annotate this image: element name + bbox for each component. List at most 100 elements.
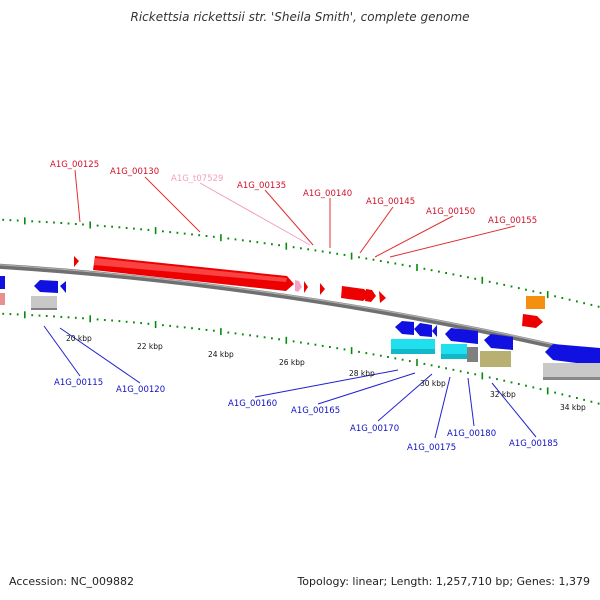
reverse-tick (379, 354, 382, 357)
ruler-label-22: 22 kbp (137, 342, 163, 351)
reverse-tick (234, 332, 237, 335)
forward-tick (103, 225, 106, 228)
trna-A1G_t07529-feature[interactable] (295, 280, 302, 292)
forward-tick (350, 252, 353, 260)
gene-A1G_00145-feature[interactable] (341, 286, 370, 301)
gene-label-A1G_00180[interactable]: A1G_00180 (447, 429, 496, 439)
reverse-tick (241, 333, 244, 336)
leader-A1G_00175 (434, 376, 451, 439)
reverse-tick (220, 328, 222, 336)
gene-label-A1G_00170[interactable]: A1G_00170 (350, 424, 399, 434)
leader-A1G_00150 (374, 215, 454, 258)
forward-tick (45, 221, 48, 224)
genome-backbone (0, 263, 600, 360)
reverse-tick (496, 378, 498, 381)
reverse-tick (350, 347, 353, 355)
forward-tick (140, 228, 142, 231)
forward-tick (358, 256, 360, 259)
gene-A1G_00115-feature[interactable] (34, 280, 58, 293)
ruler-label-32: 32 kbp (490, 390, 516, 399)
forward-tick (496, 282, 498, 285)
forward-tick (241, 239, 244, 242)
gene-A1G_00140-feature[interactable] (320, 283, 325, 295)
reverse-tick (401, 358, 404, 361)
forward-tick (467, 276, 469, 279)
gene-A1G_00160-feature[interactable] (395, 321, 414, 335)
forward-tick (169, 231, 172, 234)
reverse-tick (597, 402, 600, 405)
reverse-feature-left (0, 276, 5, 289)
forward-tick (53, 221, 55, 224)
forward-tick (307, 248, 310, 251)
gene-label-A1G_00130[interactable]: A1G_00130 (110, 167, 159, 177)
reverse-tick (510, 381, 513, 384)
leader-A1G_00170 (377, 373, 433, 422)
gene-label-A1G_00140[interactable]: A1G_00140 (303, 189, 352, 199)
reverse-tick (445, 367, 447, 370)
forward-tick (459, 274, 462, 277)
gene-label-A1G_00120[interactable]: A1G_00120 (116, 385, 165, 395)
gene-A1G_00175-feature[interactable] (445, 328, 478, 344)
reverse-tick (517, 383, 520, 385)
misc-feature-olive (480, 351, 511, 367)
reverse-tick (256, 335, 259, 338)
forward-tick (510, 285, 513, 288)
reverse-tick (183, 326, 186, 329)
forward-tick (416, 264, 418, 271)
genome-stats: Topology: linear; Length: 1,257,710 bp; … (297, 575, 590, 588)
gene-label-A1G_00155[interactable]: A1G_00155 (488, 216, 537, 226)
forward-tick (292, 246, 295, 249)
forward-tick (387, 261, 389, 264)
gene-A1G_00170-feature[interactable] (432, 325, 437, 337)
gene-A1G_00150-feature[interactable] (365, 289, 376, 302)
forward-tick (546, 291, 549, 299)
ruler-label-34: 34 kbp (560, 403, 586, 412)
reverse-tick (416, 359, 418, 366)
reverse-tick (198, 328, 201, 331)
ruler-label-26: 26 kbp (279, 358, 305, 367)
reverse-tick (408, 360, 411, 363)
gene-label-A1G_00135[interactable]: A1G_00135 (237, 181, 286, 191)
forward-tick (249, 240, 251, 243)
reverse-tick (263, 336, 266, 339)
reverse-tick (53, 315, 55, 318)
gene-A1G_00180-feature[interactable] (471, 332, 476, 344)
reverse-tick (576, 397, 578, 399)
reverse-tick (82, 317, 84, 320)
leader-A1G_00155 (389, 225, 516, 258)
gene-label-A1G_00115[interactable]: A1G_00115 (54, 378, 103, 388)
forward-tick (430, 269, 433, 272)
reverse-tick (249, 334, 251, 337)
forward-tick (597, 305, 600, 308)
gene-A1G_00120-feature[interactable] (60, 281, 66, 293)
reverse-tick (162, 324, 164, 327)
reverse-tick (568, 395, 571, 398)
forward-tick (38, 220, 41, 223)
leader-A1G_00120 (59, 327, 141, 384)
gene-A1G_00165-feature[interactable] (414, 323, 432, 337)
reverse-tick (9, 313, 12, 316)
reverse-tick (140, 322, 142, 325)
reverse-tick (532, 386, 535, 389)
gene-label-A1G_00165[interactable]: A1G_00165 (291, 406, 340, 416)
gene-label-A1G_00175[interactable]: A1G_00175 (407, 443, 456, 453)
reverse-tick (24, 311, 26, 319)
forward-tick (89, 221, 91, 229)
reverse-feature-right (545, 344, 600, 366)
gene-label-A1G_00160[interactable]: A1G_00160 (228, 399, 277, 409)
gene-label-A1G_00150[interactable]: A1G_00150 (426, 207, 475, 217)
gene-A1G_00155-feature[interactable] (379, 291, 386, 303)
gene-label-A1G_00125[interactable]: A1G_00125 (50, 160, 99, 170)
forward-tick (503, 283, 506, 286)
reverse-tick (343, 348, 346, 351)
gene-A1G_00125-feature[interactable] (74, 256, 79, 267)
reverse-tick (365, 352, 368, 355)
leader-A1G_t07529 (199, 182, 311, 246)
forward-tick (300, 247, 302, 250)
gene-label-A1G_t07529[interactable]: A1G_t07529 (171, 174, 223, 184)
gene-A1G_00185-feature[interactable] (484, 334, 513, 350)
gene-label-A1G_00185[interactable]: A1G_00185 (509, 439, 558, 449)
gene-label-A1G_00145[interactable]: A1G_00145 (366, 197, 415, 207)
gene-A1G_00135-feature[interactable] (304, 281, 308, 293)
reverse-tick (488, 376, 491, 379)
